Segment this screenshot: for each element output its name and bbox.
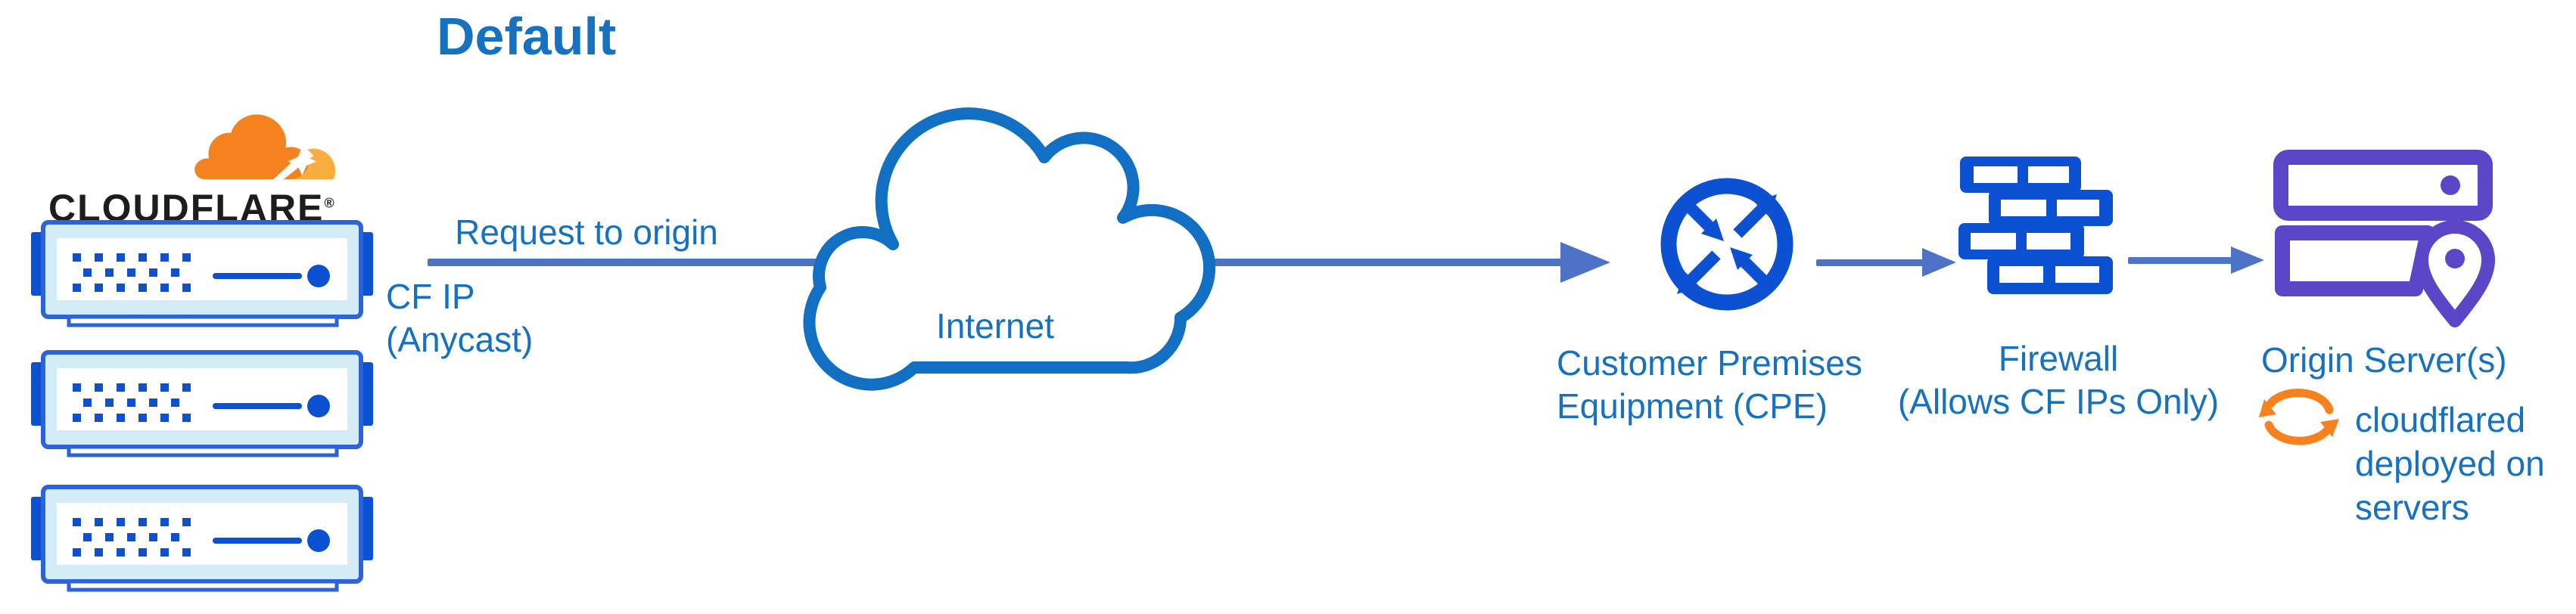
page-title: Default <box>437 7 617 66</box>
cpe-to-firewall-arrow <box>1816 248 1956 277</box>
sync-arrows-icon <box>2259 389 2339 445</box>
cpe-label: Customer Premises Equipment (CPE) <box>1557 342 1862 428</box>
internet-cloud-icon <box>803 107 1216 391</box>
firewall-label: Firewall (Allows CF IPs Only) <box>1892 337 2225 423</box>
cloudflared-note: cloudflared deployed on servers <box>2355 398 2545 529</box>
cloudflared-note-line1: cloudflared <box>2355 400 2526 439</box>
cf-ip-label: CF IP (Anycast) <box>386 275 533 361</box>
firewall-label-line1: Firewall <box>1998 339 2119 378</box>
origin-servers-icon <box>2273 150 2495 327</box>
firewall-label-line2: (Allows CF IPs Only) <box>1897 382 2220 421</box>
cloudflared-note-line3: servers <box>2355 488 2469 527</box>
cpe-icon <box>1660 178 1794 311</box>
origin-label: Origin Server(s) <box>2261 340 2507 380</box>
edge-server-icon <box>31 220 373 327</box>
firewall-icon <box>1958 157 2113 294</box>
cf-ip-line1: CF IP <box>386 277 475 316</box>
edge-server-icon <box>31 350 373 457</box>
firewall-to-origin-arrow <box>2128 247 2264 274</box>
cpe-label-line1: Customer Premises <box>1557 343 1862 383</box>
cpe-label-line2: Equipment (CPE) <box>1557 386 1828 426</box>
internet-label: Internet <box>936 306 1054 346</box>
cf-ip-line2: (Anycast) <box>386 320 534 359</box>
registered-mark: ® <box>324 195 336 211</box>
request-to-origin-label: Request to origin <box>455 212 718 252</box>
cloudflare-logo-icon <box>194 114 336 180</box>
cloudflared-note-line2: deployed on <box>2355 444 2545 483</box>
edge-server-icon <box>31 485 373 592</box>
